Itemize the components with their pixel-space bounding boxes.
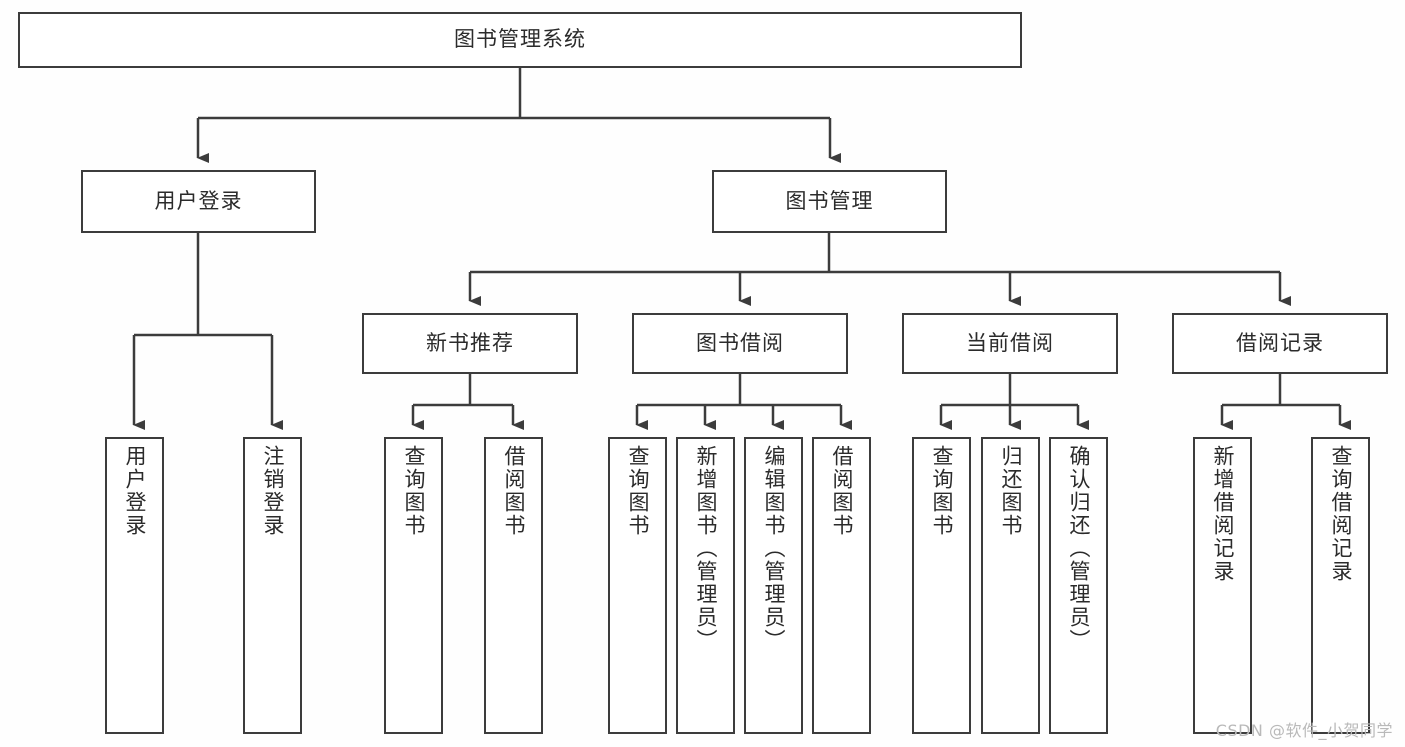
node-leaf-add-record[interactable]: 新增借阅记录 [1193, 437, 1252, 734]
node-leaf-add-book-label: 新增图书（管理员） [693, 445, 718, 652]
node-leaf-return-book-label: 归还图书 [998, 445, 1023, 537]
node-leaf-logout-label: 注销登录 [260, 445, 285, 537]
node-leaf-query-book-1-label: 查询图书 [401, 445, 426, 537]
node-leaf-query-book-2-label: 查询图书 [625, 445, 650, 537]
node-new-book-rec[interactable]: 新书推荐 [362, 313, 578, 374]
node-root[interactable]: 图书管理系统 [18, 12, 1022, 68]
node-leaf-logout[interactable]: 注销登录 [243, 437, 302, 734]
node-leaf-query-book-2[interactable]: 查询图书 [608, 437, 667, 734]
node-leaf-confirm-return-label: 确认归还（管理员） [1066, 445, 1091, 652]
node-new-book-rec-label: 新书推荐 [426, 330, 514, 355]
node-leaf-query-book-3[interactable]: 查询图书 [912, 437, 971, 734]
node-book-borrow-label: 图书借阅 [696, 330, 784, 355]
node-book-borrow[interactable]: 图书借阅 [632, 313, 848, 374]
node-borrow-record-label: 借阅记录 [1236, 330, 1324, 355]
node-leaf-edit-book[interactable]: 编辑图书（管理员） [744, 437, 803, 734]
node-leaf-add-book[interactable]: 新增图书（管理员） [676, 437, 735, 734]
node-leaf-query-record[interactable]: 查询借阅记录 [1311, 437, 1370, 734]
node-leaf-query-record-label: 查询借阅记录 [1328, 445, 1353, 583]
node-leaf-return-book[interactable]: 归还图书 [981, 437, 1040, 734]
node-current-borrow-label: 当前借阅 [966, 330, 1054, 355]
node-leaf-borrow-book-1[interactable]: 借阅图书 [484, 437, 543, 734]
node-user-login-label: 用户登录 [154, 188, 243, 213]
node-book-manage[interactable]: 图书管理 [712, 170, 947, 233]
node-leaf-borrow-book-2[interactable]: 借阅图书 [812, 437, 871, 734]
node-user-login[interactable]: 用户登录 [81, 170, 316, 233]
node-current-borrow[interactable]: 当前借阅 [902, 313, 1118, 374]
node-leaf-query-book-3-label: 查询图书 [929, 445, 954, 537]
node-leaf-query-book-1[interactable]: 查询图书 [384, 437, 443, 734]
watermark: CSDN @软件_小贺同学 [1215, 721, 1393, 740]
node-leaf-borrow-book-2-label: 借阅图书 [829, 445, 854, 537]
node-borrow-record[interactable]: 借阅记录 [1172, 313, 1388, 374]
node-leaf-user-login[interactable]: 用户登录 [105, 437, 164, 734]
node-leaf-user-login-label: 用户登录 [122, 445, 147, 537]
node-leaf-add-record-label: 新增借阅记录 [1210, 445, 1235, 583]
node-leaf-borrow-book-1-label: 借阅图书 [501, 445, 526, 537]
node-book-manage-label: 图书管理 [785, 188, 874, 213]
node-root-label: 图书管理系统 [454, 27, 586, 52]
node-leaf-edit-book-label: 编辑图书（管理员） [761, 445, 786, 652]
node-leaf-confirm-return[interactable]: 确认归还（管理员） [1049, 437, 1108, 734]
